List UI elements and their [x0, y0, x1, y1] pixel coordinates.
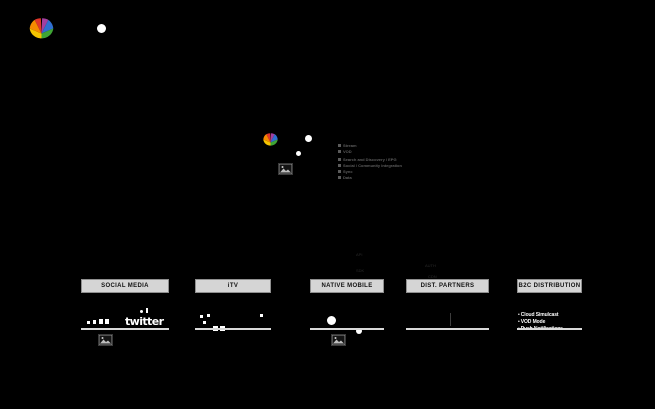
tumblr-icon	[93, 320, 96, 324]
legend-item: Sync	[338, 169, 416, 174]
b2c-bullet-item: • Cloud Simulcast	[518, 312, 583, 318]
column-rule	[517, 328, 582, 330]
column-rule	[195, 328, 271, 330]
legend-item-label: Search and Discovery / EPG	[343, 157, 397, 162]
column-b2c-distribution: B2C DISTRIBUTION • Cloud Simulcast • VOD…	[517, 279, 582, 351]
column-native-mobile: NATIVE MOBILE	[310, 279, 384, 351]
connector-mark: API	[356, 252, 363, 257]
white-circle-large	[305, 135, 312, 142]
connector-mark: CDN	[428, 274, 437, 279]
column-body-social-media: twitter	[81, 293, 169, 351]
column-body-itv	[195, 293, 271, 351]
legend-item: Data	[338, 175, 416, 180]
nbc-peacock-logo	[26, 18, 57, 39]
legend-item-label: Social / Community Integration	[343, 163, 402, 168]
white-circle-small	[296, 151, 301, 156]
vertical-divider-icon	[450, 313, 451, 326]
column-rule	[81, 328, 169, 330]
app-icon-3	[203, 321, 206, 324]
pinterest-icon	[99, 319, 103, 324]
legend-bullet-icon	[338, 144, 341, 147]
legend-item: Search and Discovery / EPG	[338, 157, 416, 162]
broken-image-placeholder	[278, 163, 293, 175]
connector-mark: SDK	[356, 268, 365, 273]
legend-item-label: Stream	[343, 143, 357, 148]
legend-item-label: VOD	[343, 149, 352, 154]
center-legend: Stream VOD Search and Discovery / EPG So…	[338, 143, 416, 181]
legend-bullet-icon	[338, 164, 341, 167]
nbc-peacock-logo-small	[261, 133, 280, 146]
column-rule	[310, 328, 384, 330]
white-circle-indicator	[97, 24, 106, 33]
column-body-b2c-distribution: • Cloud Simulcast • VOD Mode • Push Noti…	[517, 293, 582, 351]
column-header-dist-partners: DIST. PARTNERS	[406, 279, 489, 293]
app-icon-1	[200, 315, 203, 318]
legend-bullet-icon	[338, 158, 341, 161]
b2c-bullet-label: VOD Mode	[520, 319, 546, 325]
legend-bullet-icon	[338, 176, 341, 179]
column-header-native-mobile: NATIVE MOBILE	[310, 279, 384, 293]
column-header-social-media: SOCIAL MEDIA	[81, 279, 169, 293]
app-icon-2	[207, 314, 210, 317]
white-circle-large	[327, 316, 336, 325]
column-header-itv: iTV	[195, 279, 271, 293]
legend-item: VOD	[338, 149, 416, 154]
legend-bullet-icon	[338, 150, 341, 153]
bullet-dot-icon: •	[518, 319, 520, 325]
twitter-wordmark: twitter	[125, 315, 164, 328]
column-itv: iTV	[195, 279, 271, 351]
column-social-media: SOCIAL MEDIA twitter	[81, 279, 169, 351]
legend-item-label: Data	[343, 175, 352, 180]
bullet-dot-icon: •	[518, 312, 520, 318]
b2c-bullet-label: Cloud Simulcast	[520, 312, 559, 318]
app-icon-6	[260, 314, 263, 317]
column-rule	[406, 328, 489, 330]
facebook-icon	[87, 321, 90, 324]
twitter-accent-icon	[146, 308, 148, 313]
twitter-bird-icon	[140, 310, 143, 313]
broken-image-placeholder	[98, 334, 113, 346]
column-body-native-mobile	[310, 293, 384, 351]
white-circle-small	[356, 328, 362, 334]
column-header-b2c-distribution: B2C DISTRIBUTION	[517, 279, 582, 293]
connector-mark: AUTH	[425, 263, 436, 268]
instagram-icon	[105, 319, 109, 324]
legend-item-label: Sync	[343, 169, 353, 174]
legend-item: Social / Community Integration	[338, 163, 416, 168]
legend-bullet-icon	[338, 170, 341, 173]
legend-item: Stream	[338, 143, 416, 148]
broken-image-placeholder	[331, 334, 346, 346]
column-body-dist-partners	[406, 293, 489, 351]
b2c-bullet-item: • VOD Mode	[518, 319, 583, 325]
column-dist-partners: DIST. PARTNERS	[406, 279, 489, 351]
